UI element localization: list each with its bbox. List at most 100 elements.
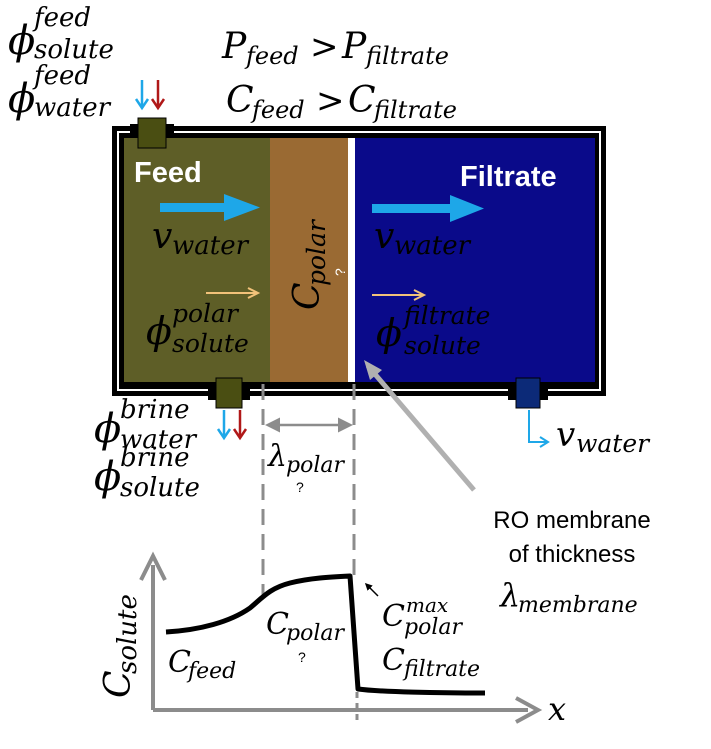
velocity-symbol: v <box>152 216 172 257</box>
velocity-symbol: v <box>556 415 575 455</box>
feed-subscript: feed <box>186 659 236 684</box>
feed-water-flow-arrow <box>160 194 260 221</box>
phi-symbol: ϕ <box>146 309 172 353</box>
pressure-greater-than: > <box>310 27 339 67</box>
concentration-symbol-2: C <box>348 80 376 121</box>
concentration-symbol: C <box>266 607 289 642</box>
concentration-symbol: C <box>287 282 328 310</box>
polar-solute-flux-label: ϕ polar solute <box>146 299 249 358</box>
filtrate-velocity-label: v water <box>374 216 472 261</box>
filtrate-outlet-arrow <box>528 410 550 448</box>
pressure-filtrate-subscript: filtrate <box>364 42 449 70</box>
lambda-symbol: λ <box>267 439 287 474</box>
feed-velocity-label: v water <box>152 216 250 261</box>
unknown-mark: ? <box>298 649 306 665</box>
polar-subscript: polar <box>302 218 331 286</box>
concentration-inequality: C feed > C filtrate <box>226 80 457 124</box>
velocity-water-subscript: water <box>394 231 472 261</box>
velocity-symbol: v <box>374 216 394 257</box>
concentration-profile-curve <box>165 573 486 696</box>
polar-subscript: polar <box>286 621 345 646</box>
lambda-polar-label: λ polar ? <box>267 439 345 495</box>
phi-symbol: ϕ <box>94 454 121 500</box>
ro-membrane <box>348 138 355 382</box>
phi-symbol: ϕ <box>8 76 35 122</box>
concentration-profile-plot: C solute x C feed C polar ? C max polar … <box>98 551 566 728</box>
filtrate-outlet-port <box>508 377 548 409</box>
velocity-water-subscript: water <box>172 231 250 261</box>
phi-symbol: ϕ <box>376 311 402 355</box>
membrane-line-2: of thickness <box>509 541 636 568</box>
feed-water-superscript: feed <box>32 61 91 91</box>
filtrate-outlet-velocity-label: v water <box>556 415 651 458</box>
pressure-feed-subscript: feed <box>244 42 299 70</box>
concentration-feed-subscript: feed <box>250 96 305 124</box>
feed-water-subscript: water <box>34 93 112 123</box>
feed-inlet-port <box>130 117 174 149</box>
lambda-symbol: λ <box>498 576 520 614</box>
concentration-greater-than: > <box>316 81 345 121</box>
velocity-water-subscript: water <box>576 429 651 458</box>
feed-solute-flux-label: ϕ feed solute <box>8 3 114 65</box>
concentration-symbol: C <box>226 80 254 121</box>
phi-symbol: ϕ <box>94 406 121 452</box>
solute-subscript: solute <box>113 594 143 674</box>
polar-subscript: polar <box>286 453 345 478</box>
solute-subscript: solute <box>404 331 481 360</box>
feed-inlet-arrows <box>134 80 166 111</box>
feed-solute-subscript: solute <box>34 35 114 65</box>
max-polar-concentration-label: C max polar <box>382 593 463 640</box>
membrane-annotation: RO membrane of thickness λ membrane <box>493 507 650 618</box>
max-superscript: max <box>406 593 448 617</box>
polar-subscript: polar <box>404 615 463 640</box>
polar-superscript: polar <box>172 299 240 328</box>
feed-chamber <box>124 138 270 382</box>
phi-symbol: ϕ <box>8 18 35 64</box>
filtrate-subscript: filtrate <box>402 657 480 682</box>
brine-solute-flux-label: ϕ brine solute <box>94 443 200 503</box>
polarization-layer <box>270 138 348 382</box>
polar-concentration-rotated-label: C polar ? <box>287 218 348 310</box>
filtrate-solute-flux-label: ϕ filtrate solute <box>376 301 490 360</box>
pressure-symbol: P <box>221 26 247 67</box>
brine-outlet-port <box>208 377 250 409</box>
solute-subscript: solute <box>172 329 249 358</box>
membrane-line-1: RO membrane <box>493 507 650 534</box>
membrane-pointer-head <box>364 360 382 380</box>
max-pointer-arrow <box>364 582 379 597</box>
y-axis-label: C solute <box>98 594 143 698</box>
unknown-mark: ? <box>296 479 304 495</box>
concentration-filtrate-subscript: filtrate <box>372 96 457 124</box>
feed-concentration-label: C feed <box>168 645 236 684</box>
filtrate-superscript: filtrate <box>402 301 490 330</box>
filtrate-water-flow-arrow <box>372 195 484 222</box>
filtrate-label: Filtrate <box>460 161 557 193</box>
pressure-inequality: P feed > P filtrate <box>221 26 449 70</box>
water-subscript: water <box>120 425 198 455</box>
concentration-symbol: C <box>168 645 191 680</box>
brine-water-flux-label: ϕ brine water <box>94 395 198 455</box>
concentration-symbol: C <box>382 643 405 678</box>
cell-inner-frame <box>117 131 601 391</box>
feed-solute-superscript: feed <box>32 3 91 33</box>
filtrate-chamber <box>355 138 595 382</box>
polar-solute-flux-arrow <box>206 287 261 299</box>
concentration-symbol: C <box>98 670 139 698</box>
unknown-mark: ? <box>332 268 348 276</box>
filtrate-solute-flux-arrow <box>372 289 427 301</box>
concentration-symbol: C <box>382 599 405 634</box>
membrane-subscript: membrane <box>518 593 638 618</box>
membrane-pointer-arrow <box>366 364 476 492</box>
filtration-cell <box>112 126 606 396</box>
pressure-symbol-2: P <box>341 26 367 67</box>
feed-water-flux-label: ϕ feed water <box>8 61 112 123</box>
brine-superscript: brine <box>120 395 190 425</box>
brine-outlet-arrows <box>216 410 248 441</box>
polar-concentration-label: C polar ? <box>266 607 345 665</box>
feed-label: Feed <box>134 157 202 189</box>
solute-subscript: solute <box>120 473 200 503</box>
filtrate-concentration-label: C filtrate <box>382 643 480 682</box>
x-axis-label: x <box>548 690 566 728</box>
brine-superscript: brine <box>120 443 190 473</box>
